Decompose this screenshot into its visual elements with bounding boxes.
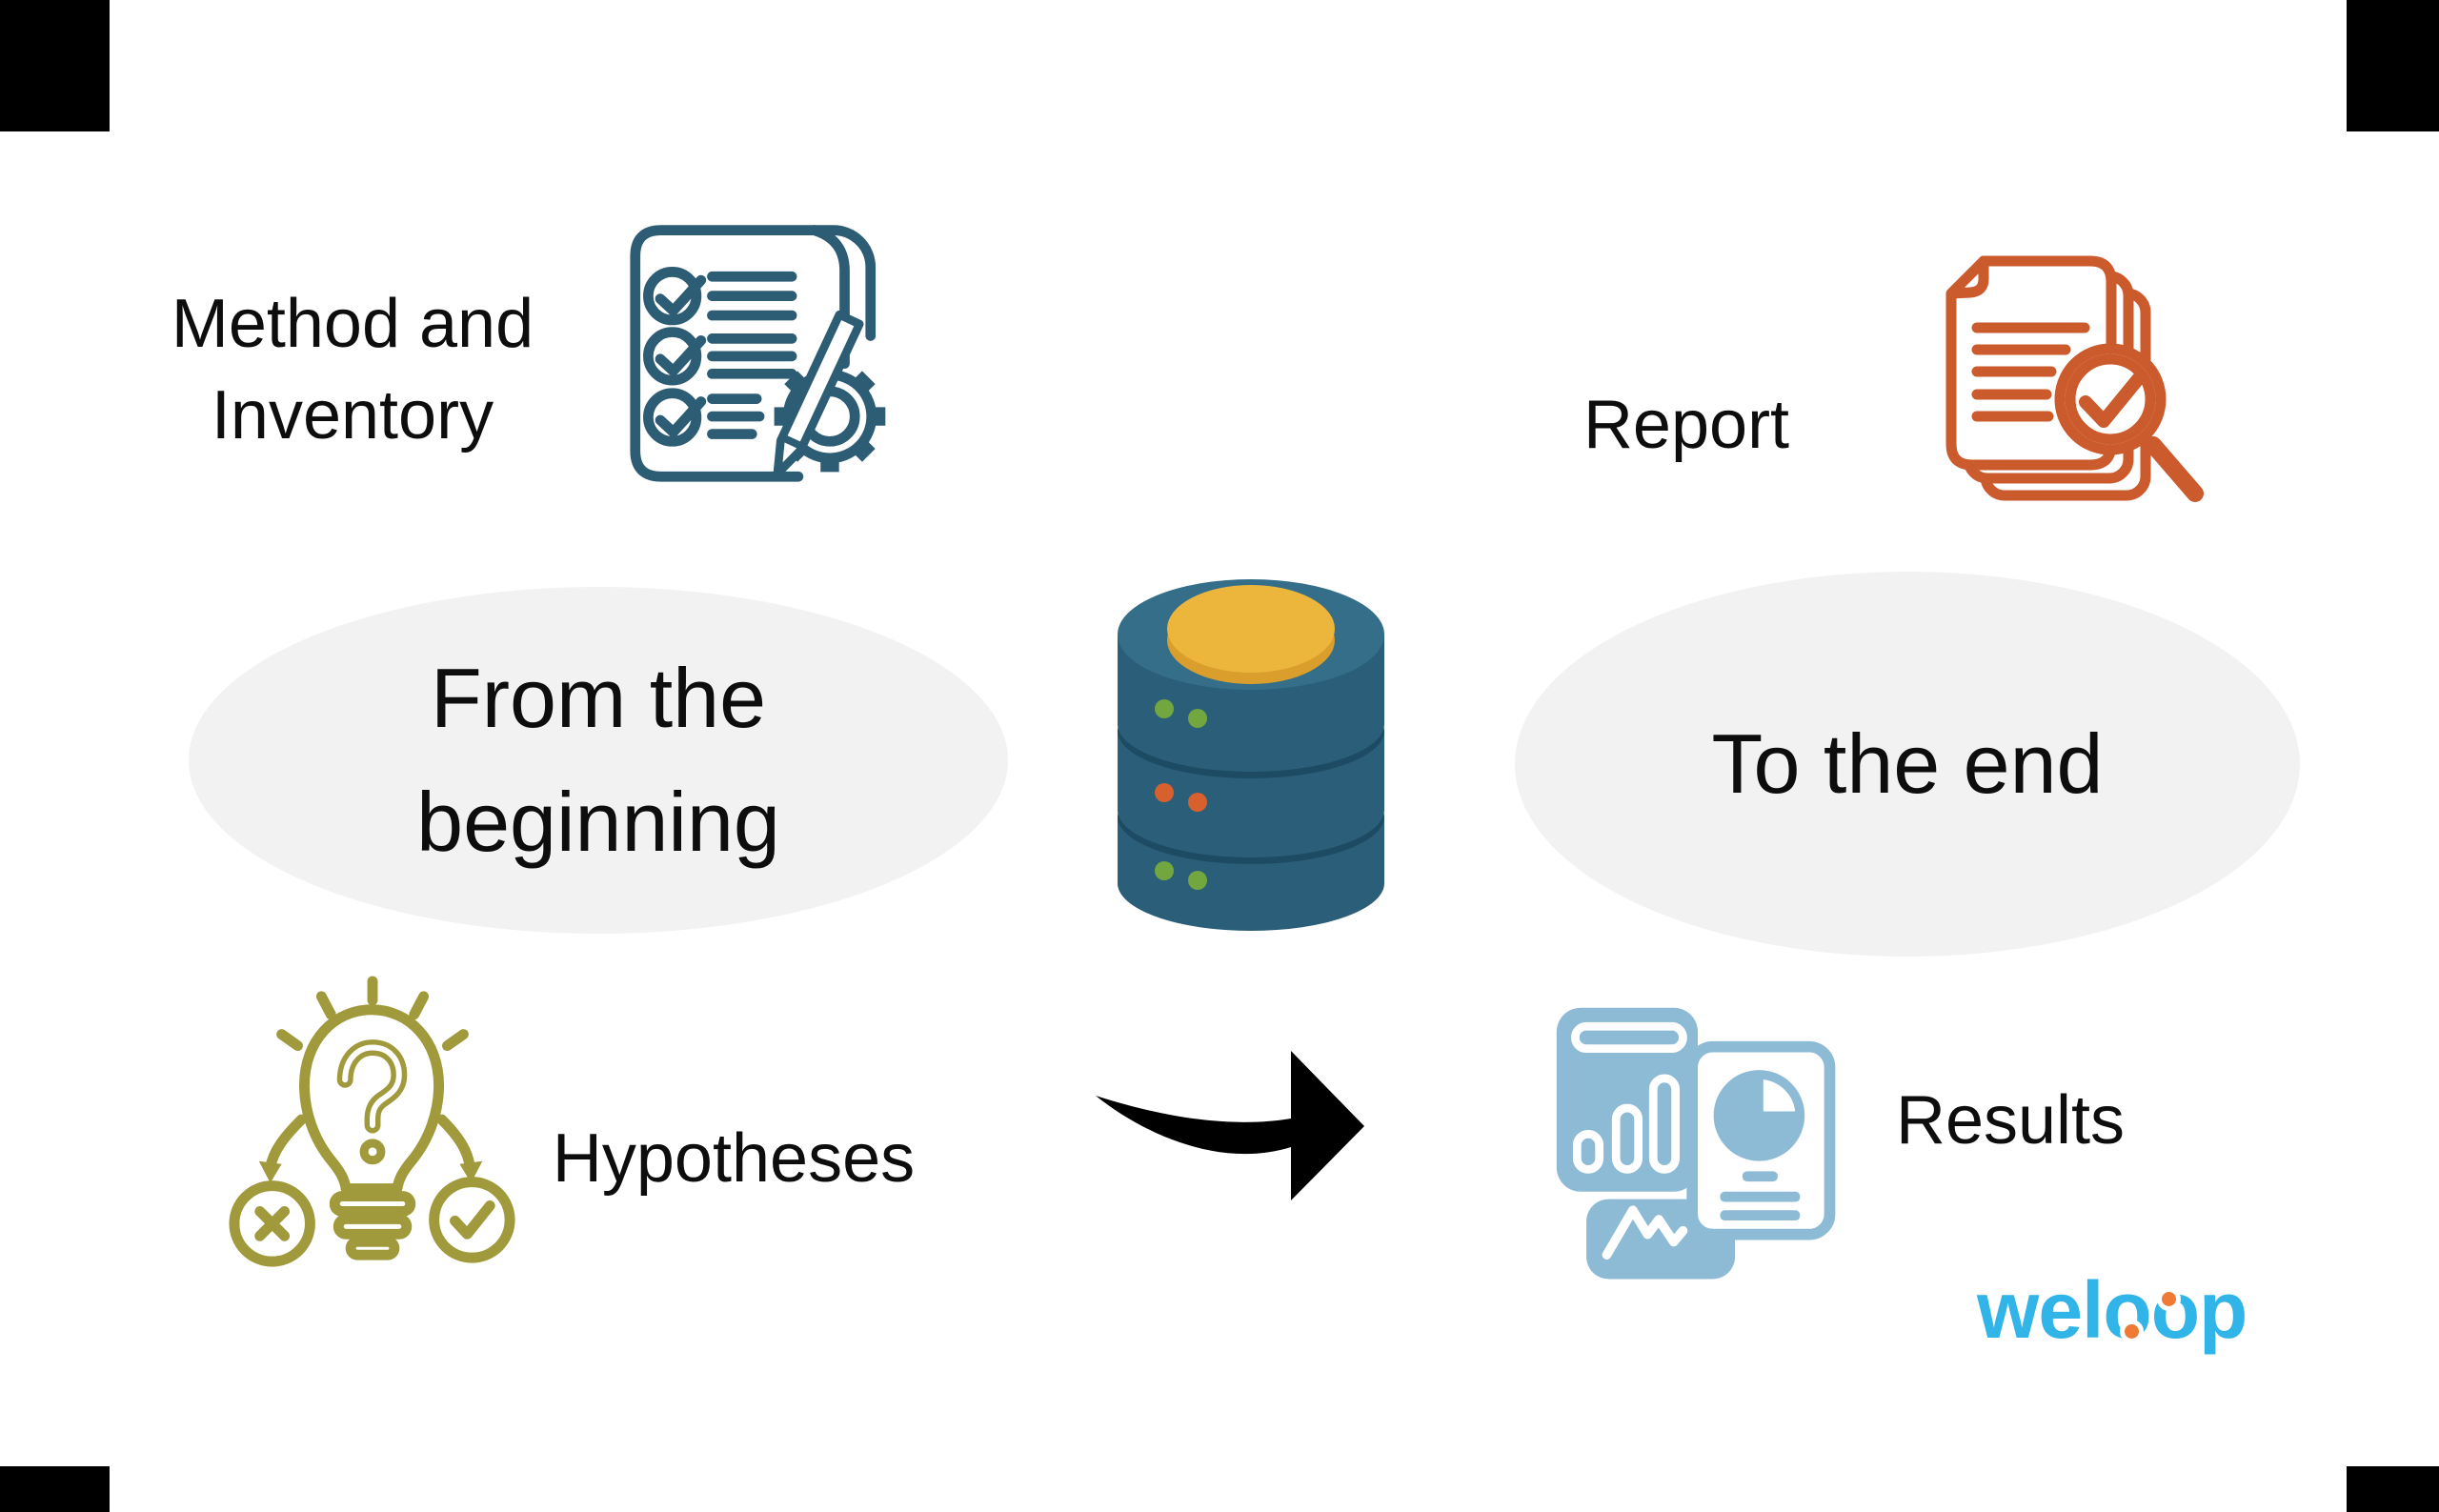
checklist-pencil-gear-icon xyxy=(630,225,886,482)
logo-orange-dot-1 xyxy=(2120,1320,2144,1343)
curved-right-arrow-icon xyxy=(1096,1051,1364,1200)
from-beginning-ellipse: From the beginning xyxy=(189,587,1008,934)
frame-corner-bottom-left xyxy=(0,1466,110,1512)
check-mark xyxy=(450,1200,495,1240)
pie-chart xyxy=(1713,1070,1805,1161)
title-pill xyxy=(1570,1021,1687,1054)
check-icon xyxy=(2079,373,2145,428)
frame-corner-top-right xyxy=(2347,0,2439,131)
magnifier-handle xyxy=(2145,436,2204,502)
hypotheses-label: Hypotheses xyxy=(552,1120,916,1197)
arrow-down-left xyxy=(258,1160,282,1183)
report-magnifier-check-icon xyxy=(1945,255,2204,502)
line-chart xyxy=(1602,1205,1688,1260)
from-beginning-label: From the beginning xyxy=(416,651,780,869)
weloop-logo-text: weloop xyxy=(1977,1265,2248,1355)
frame-corner-top-left xyxy=(0,0,110,131)
to-end-ellipse: To the end xyxy=(1515,572,2300,957)
results-label: Results xyxy=(1895,1082,2126,1159)
logo-orange-dot-2 xyxy=(2157,1287,2181,1311)
pencil-icon xyxy=(773,310,864,478)
bar-chart xyxy=(1572,1074,1681,1174)
charts-report-icon xyxy=(1556,1007,1836,1280)
weloop-logo: weloop xyxy=(1977,1262,2263,1367)
arrow-down-right xyxy=(459,1160,483,1183)
database-stack-icon xyxy=(1118,579,1384,931)
lightbulb-question-icon xyxy=(229,976,515,1267)
report-label: Report xyxy=(1582,387,1790,463)
method-inventory-label: Method and Inventory xyxy=(171,286,534,454)
frame-corner-bottom-right xyxy=(2347,1466,2439,1512)
to-end-label: To the end xyxy=(1711,716,2104,811)
x-mark xyxy=(254,1205,291,1241)
